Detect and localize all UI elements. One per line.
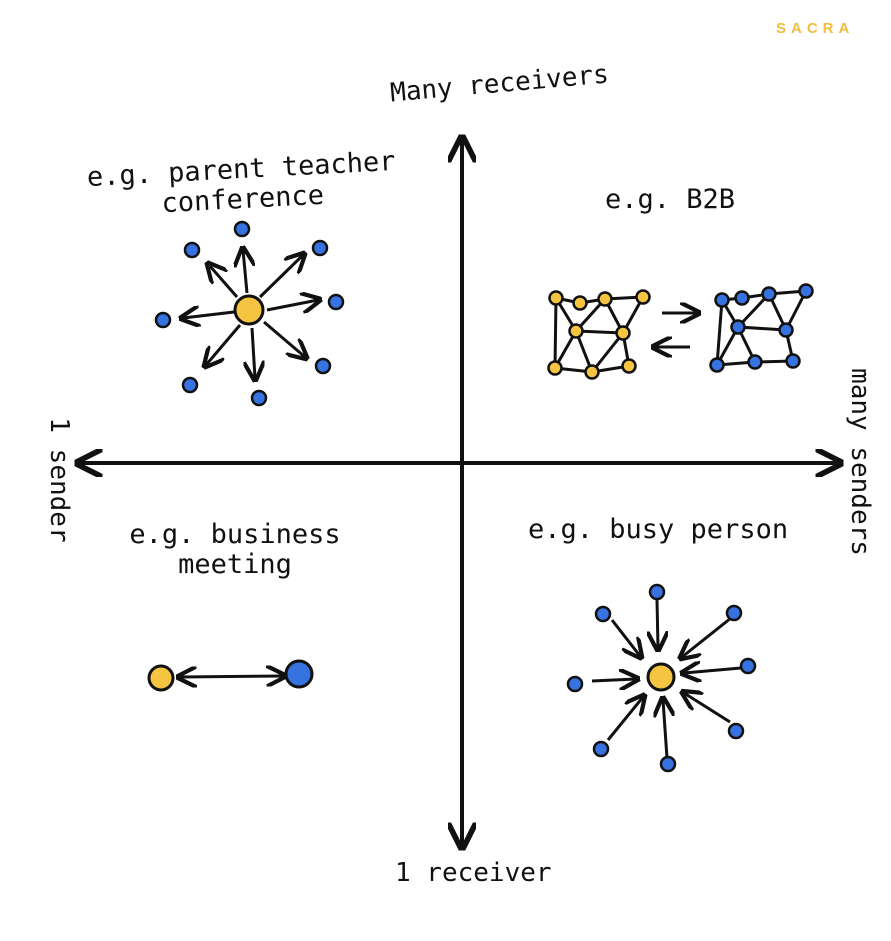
receiver-node bbox=[284, 659, 314, 689]
quadrant-label-top-right: e.g. B2B bbox=[605, 184, 736, 215]
sender-node bbox=[725, 604, 743, 622]
quadrant-label-bottom-left: e.g. business meeting bbox=[129, 519, 341, 580]
broadcast-network bbox=[154, 220, 345, 407]
receiver-node bbox=[327, 293, 345, 311]
sender-node bbox=[147, 664, 175, 692]
receiver-node bbox=[314, 357, 332, 375]
axes bbox=[80, 140, 838, 845]
sender-node bbox=[594, 605, 612, 623]
brand-logo: SACRA bbox=[776, 20, 855, 37]
sender-node bbox=[233, 294, 265, 326]
mesh-nodes-blue bbox=[709, 283, 814, 373]
receiver-node bbox=[250, 389, 268, 407]
one-to-one-link bbox=[147, 659, 314, 692]
receiver-node bbox=[233, 220, 251, 238]
convergence-network bbox=[566, 583, 757, 773]
quadrant-label-bottom-right: e.g. busy person bbox=[528, 514, 789, 545]
sender-node bbox=[659, 755, 677, 773]
mesh-nodes-yellow bbox=[547, 289, 651, 380]
sender-node bbox=[592, 740, 610, 758]
receiver-node bbox=[181, 376, 199, 394]
sender-node bbox=[727, 722, 745, 740]
sender-node bbox=[648, 583, 666, 601]
receiver-node bbox=[311, 239, 329, 257]
sender-node bbox=[739, 657, 757, 675]
receiver-node bbox=[646, 662, 676, 692]
receiver-node bbox=[183, 241, 201, 259]
receiver-node bbox=[154, 311, 172, 329]
sender-node bbox=[566, 675, 584, 693]
